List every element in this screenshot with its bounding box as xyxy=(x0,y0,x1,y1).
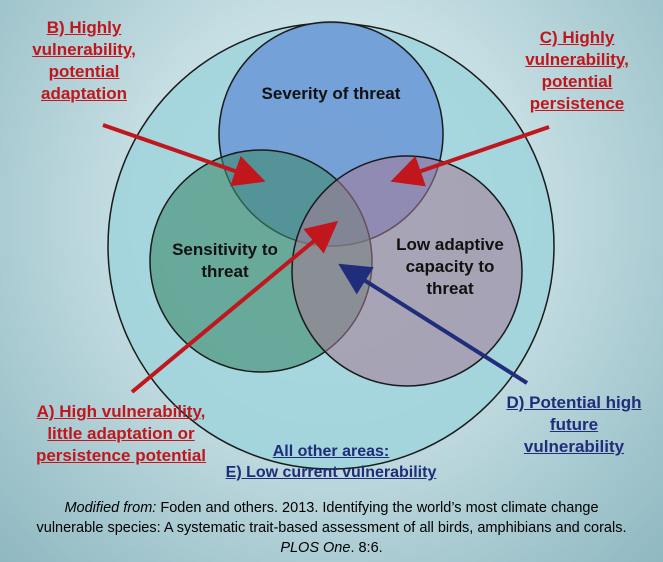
arrow-c xyxy=(390,125,550,187)
adaptive-line-1: Low adaptive xyxy=(396,235,504,254)
adaptive-line-3: threat xyxy=(426,279,474,298)
label-c-line-2: vulnerability, xyxy=(525,50,629,69)
adaptive-line-2: capacity to xyxy=(405,257,495,276)
arrow-b xyxy=(102,123,266,187)
label-e: All other areas: E) Low current vulnerab… xyxy=(206,441,456,483)
label-b: B) Highly vulnerability, potential adapt… xyxy=(4,17,164,105)
label-b-line-1: B) Highly xyxy=(46,18,122,37)
label-c: C) Highly vulnerability, potential persi… xyxy=(497,27,657,115)
severity-label: Severity of threat xyxy=(236,83,426,105)
label-e-line-1: All other areas: xyxy=(272,443,390,460)
label-c-line-1: C) Highly xyxy=(539,28,615,47)
label-d-line-2: future xyxy=(549,415,599,434)
label-a-line-3: persistence potential xyxy=(35,446,207,465)
citation: Modified from: Foden and others. 2013. I… xyxy=(0,498,663,558)
label-e-line-2: E) Low current vulnerability xyxy=(225,464,437,481)
citation-prefix: Modified from: xyxy=(64,500,157,516)
adaptive-label: Low adaptive capacity to threat xyxy=(380,234,520,300)
label-d-line-3: vulnerability xyxy=(523,437,625,456)
citation-line-3: PLOS One. 8:6. xyxy=(0,538,663,558)
label-b-line-2: vulnerability, xyxy=(32,40,136,59)
label-c-line-4: persistence xyxy=(529,94,625,113)
label-c-line-3: potential xyxy=(541,72,613,91)
severity-label-text: Severity of threat xyxy=(261,84,401,103)
label-d-line-1: D) Potential high xyxy=(506,393,642,412)
label-a-line-2: little adaptation or xyxy=(47,424,195,443)
citation-tail: . 8:6. xyxy=(350,540,383,556)
label-b-line-3: potential xyxy=(48,62,120,81)
sensitivity-line-1: Sensitivity to xyxy=(172,240,278,259)
label-a-line-1: A) High vulnerability, xyxy=(36,402,206,421)
sensitivity-line-2: threat xyxy=(201,262,249,281)
citation-line-1: Modified from: Foden and others. 2013. I… xyxy=(0,498,663,518)
label-b-line-4: adaptation xyxy=(41,84,127,103)
citation-line-1-text: Foden and others. 2013. Identifying the … xyxy=(156,500,599,516)
adaptive-circle xyxy=(291,155,523,387)
label-a: A) High vulnerability, little adaptation… xyxy=(16,401,226,467)
arrow-d xyxy=(338,263,529,385)
label-d: D) Potential high future vulnerability xyxy=(494,392,654,458)
sensitivity-label: Sensitivity to threat xyxy=(155,239,295,283)
arrow-a xyxy=(130,220,339,394)
citation-journal: PLOS One xyxy=(280,540,351,556)
citation-line-2: vulnerable species: A systematic trait-b… xyxy=(36,520,627,536)
